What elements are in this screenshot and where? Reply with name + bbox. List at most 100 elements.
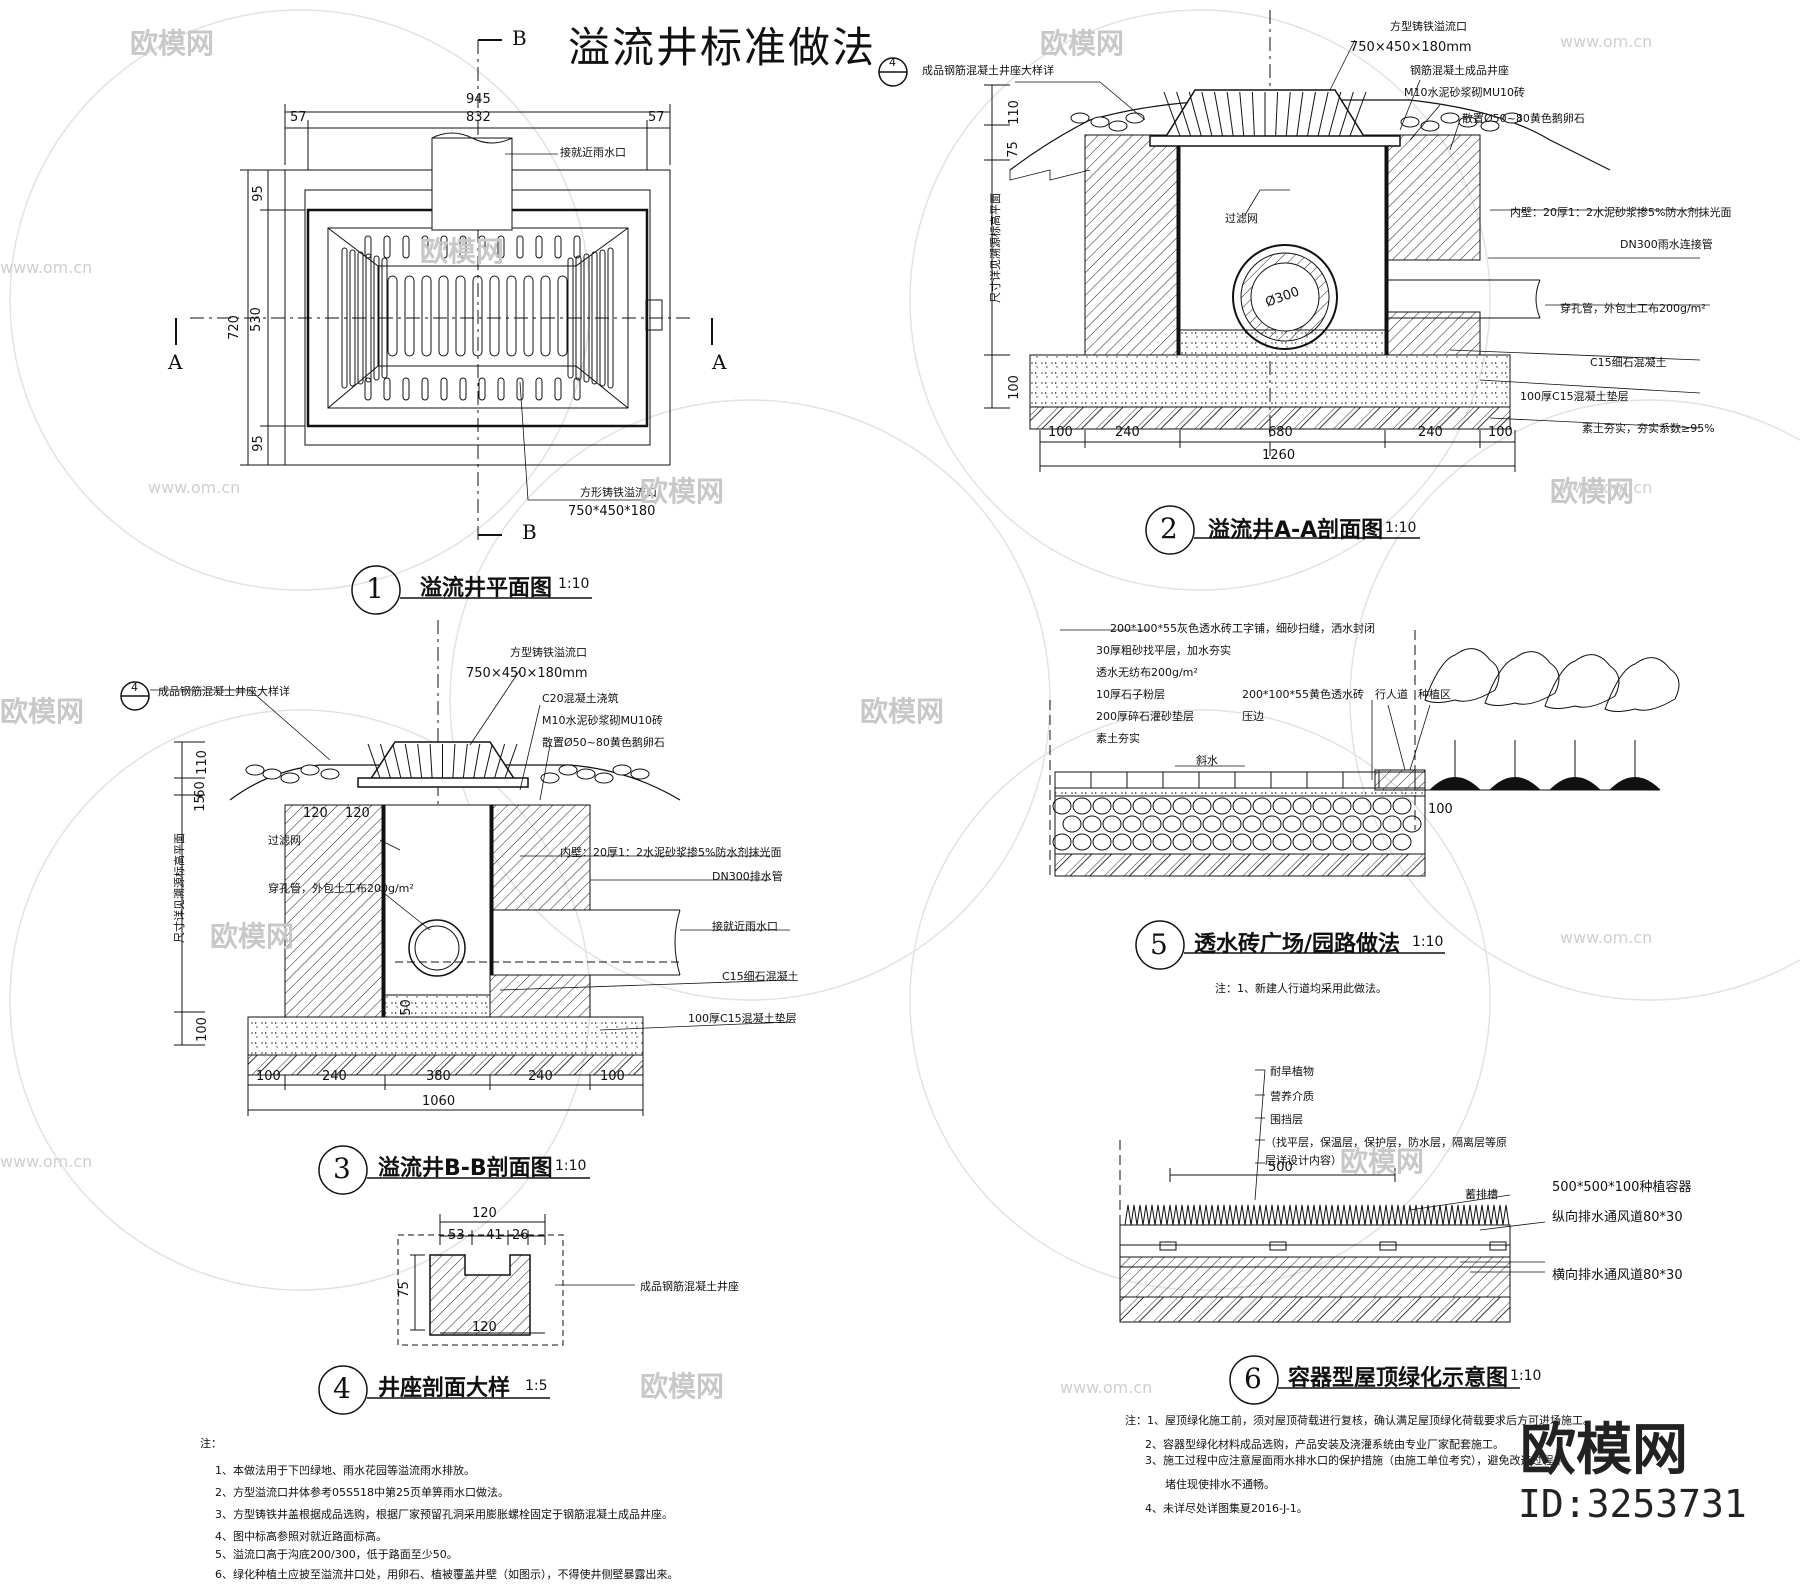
gravel-stone [1242, 815, 1262, 833]
cover-rib [1328, 91, 1342, 137]
brand-name: 欧模网 [1520, 1418, 1688, 1483]
bb-perf-label: 穿孔管，外包土工布200g/m² [268, 882, 414, 895]
grate-slot [421, 275, 432, 357]
grass-blade [1352, 1204, 1360, 1226]
grass-blade [1172, 1204, 1180, 1226]
cover-rib [1285, 91, 1291, 137]
general-note-5: 6、绿化种植土应披至溢流井口处，用卵石、植被覆盖井壁（如图示），不得使井侧壁暴露… [215, 1568, 679, 1581]
caption-5-scale: 1:10 [1412, 934, 1444, 950]
pebble [262, 768, 282, 780]
bb-label-3: M10水泥砂浆砌MU10砖 [542, 714, 664, 727]
aa-total: 1260 [1262, 448, 1296, 463]
grass-blade [1358, 1204, 1366, 1226]
grass-blade [1346, 1204, 1354, 1226]
plan-drawing [175, 39, 713, 540]
gravel-stone [1312, 833, 1332, 851]
shrub [1489, 777, 1541, 791]
grate-slot [540, 275, 551, 357]
gravel-stone [1402, 815, 1422, 833]
grass-blade [1334, 1204, 1342, 1226]
grass-blade [1400, 1204, 1408, 1226]
aa-hdim-1: 240 [1115, 425, 1140, 440]
grass-blade [1196, 1204, 1204, 1226]
aa-vdim-2: 100 [1006, 375, 1022, 400]
grass-blade [1124, 1204, 1132, 1226]
bb-inner-1: 120 [345, 806, 370, 821]
grass-blade [1250, 1204, 1258, 1226]
paving-note: 注：1、新建人行道均采用此做法。 [1215, 982, 1387, 995]
grass-blade [1460, 1204, 1468, 1226]
bb-inner-0: 120 [303, 806, 328, 821]
grass-blade [1214, 1204, 1222, 1226]
grate-slot [599, 249, 606, 387]
gravel-stone [1312, 797, 1332, 815]
bb-label-5: 内壁：20厚1：2水泥砂浆掺5%防水剂抹光面 [560, 846, 782, 859]
grass-blade [1232, 1204, 1240, 1226]
cover-rib [1239, 91, 1245, 137]
grass-blade [1130, 1204, 1138, 1226]
general-note-2: 3、方型铸铁井盖根据成品选购，根据厂家预留孔洞采用膨胀螺栓固定于钢筋混凝土成品井… [215, 1508, 673, 1521]
grate-slot [438, 275, 449, 357]
watermark-brand: 欧模网 [1340, 1145, 1425, 1178]
plan-dim-inner-height: 530 [248, 307, 264, 332]
watermark-site: www.om.cn [1560, 478, 1653, 497]
bb-label-1: 750×450×180mm [466, 666, 588, 681]
cover-rib [1349, 91, 1367, 137]
caption-2-title: 溢流井A-A剖面图 [1208, 518, 1384, 543]
grass-blade [1184, 1204, 1192, 1226]
pebble [1420, 120, 1440, 132]
pebble [1480, 120, 1500, 132]
grate-slot [383, 235, 391, 259]
bb-hdim-2: 380 [426, 1069, 451, 1084]
seat-dim-bottom: 120 [472, 1320, 497, 1335]
grate-slot [478, 235, 486, 259]
tree-canopy [1484, 651, 1560, 706]
shrub [1429, 777, 1481, 791]
gravel-stone [1052, 797, 1072, 815]
gravel-stone [1102, 815, 1122, 833]
bb-label-9: 100厚C15混凝土垫层 [688, 1012, 797, 1025]
grass-blade [1142, 1204, 1150, 1226]
caption-1-number: 1 [366, 572, 384, 605]
grass-blade [1226, 1204, 1234, 1226]
gravel-stone [1352, 797, 1372, 815]
grate-slot [557, 275, 568, 357]
watermark-brand: 欧模网 [640, 1370, 725, 1403]
grass-blade [1148, 1204, 1156, 1226]
grass-blade [1316, 1204, 1324, 1226]
aa-label-9: 100厚C15混凝土垫层 [1520, 390, 1629, 403]
bb-label-8: C15细石混凝土 [722, 970, 799, 983]
pebble [245, 764, 265, 776]
grass-blade [1502, 1204, 1510, 1226]
cover-rib [417, 743, 423, 779]
gravel-stone [1172, 797, 1192, 815]
gravel-stone [1262, 815, 1282, 833]
gravel-stone [1112, 833, 1132, 851]
grass-blade [1388, 1204, 1396, 1226]
gravel-stone [1112, 797, 1132, 815]
grate-slot [365, 253, 372, 383]
caption-4-scale: 1:5 [525, 1378, 548, 1394]
gravel-stone [1072, 797, 1092, 815]
roof-note-2: 3、施工过程中应注意屋面雨水排水口的保护措施（由施工单位考究），避免改造过程中 [1145, 1454, 1565, 1467]
paving-edge-label-2: 压边 [1242, 710, 1264, 723]
grass-blade [1340, 1204, 1348, 1226]
grass-blade [1166, 1204, 1174, 1226]
general-note-4: 5、溢流口高于沟底200/300，低于路面至少50。 [215, 1548, 458, 1561]
caption-2-number: 2 [1160, 512, 1178, 545]
grass-blade [1424, 1204, 1432, 1226]
aa-label-6: DN300雨水连接管 [1620, 238, 1713, 251]
bb-label-0: 方型铸铁溢流口 [510, 646, 587, 659]
pebble [594, 772, 614, 784]
caption-5-number: 5 [1150, 928, 1168, 961]
grate-slot [459, 235, 467, 259]
grate-slot [402, 377, 410, 401]
bb-label-4: 散置Ø50~80黄色鹅卵石 [542, 736, 665, 749]
cover-rib [404, 743, 412, 779]
grass-blade [1376, 1204, 1384, 1226]
paving-layer-3: 10厚石子粉层 [1096, 688, 1165, 701]
aa-side-note: 尺寸详见溯源标高平面 [989, 193, 1002, 303]
aa-vdim-1: 75 [1005, 141, 1021, 158]
